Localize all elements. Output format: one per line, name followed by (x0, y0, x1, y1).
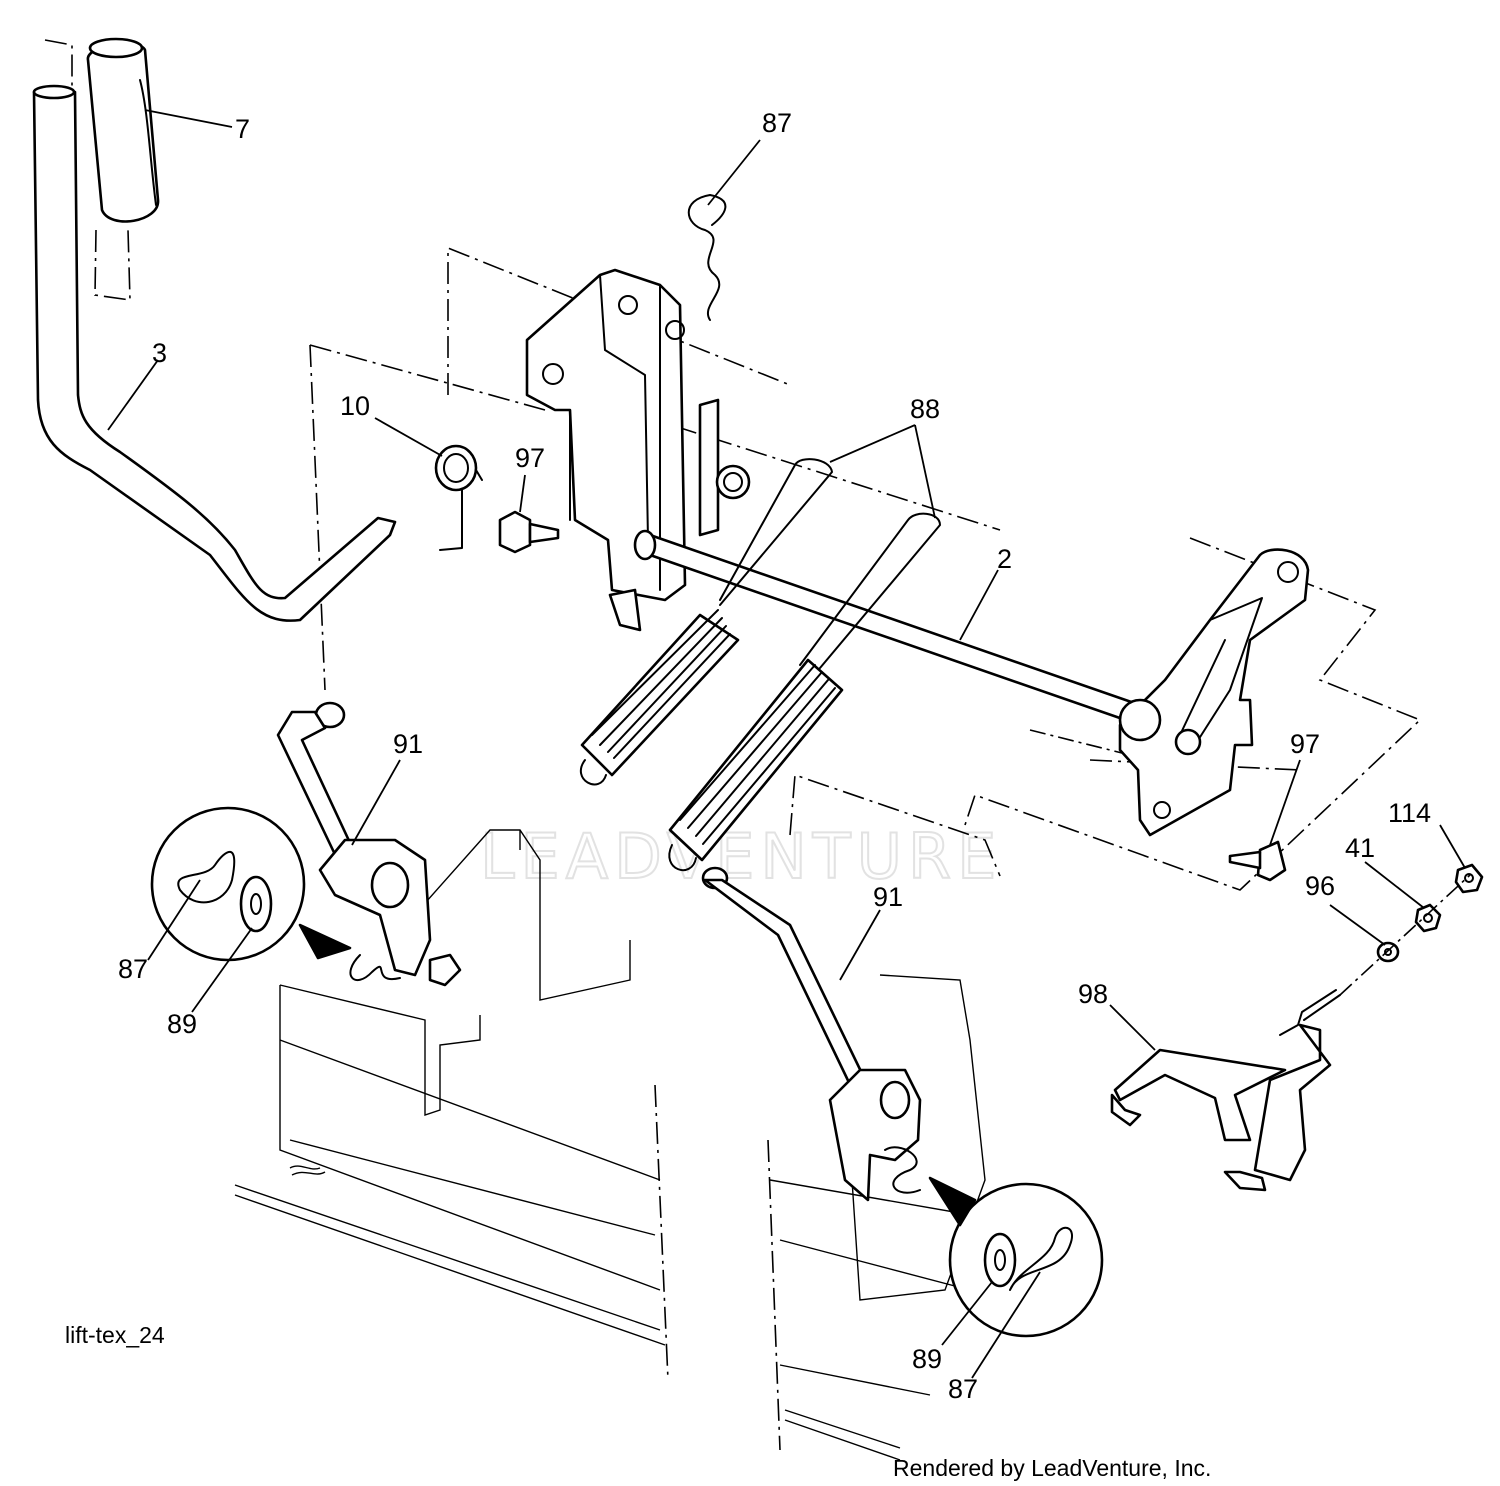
callout-labels: 7 87 3 10 97 88 2 97 91 114 41 96 91 98 … (118, 108, 1431, 1404)
callout-96: 96 (1305, 871, 1335, 901)
callout-114: 114 (1388, 798, 1431, 828)
diagram-code: lift-tex_24 (65, 1322, 165, 1348)
callout-88: 88 (910, 394, 940, 424)
callout-91-left: 91 (393, 729, 423, 759)
render-credit: Rendered by LeadVenture, Inc. (893, 1455, 1211, 1481)
frame-plates (234, 829, 1001, 1461)
phantom-frame-lines (44, 39, 1422, 1451)
lift-bracket (525, 268, 751, 632)
hex-bolt-right (1228, 840, 1287, 882)
callout-97-right: 97 (1290, 729, 1320, 759)
lift-lever-rod (32, 84, 397, 622)
left-lift-link (276, 701, 462, 987)
handle-grip (86, 37, 160, 223)
callout-3: 3 (152, 338, 167, 368)
callout-41: 41 (1345, 833, 1375, 863)
callout-87-left-detail: 87 (118, 954, 148, 984)
hairpin-clip-top (687, 194, 727, 321)
callout-91-right: 91 (873, 882, 903, 912)
torsion-spring (434, 444, 483, 551)
hex-bolt-left (498, 510, 560, 554)
right-lift-link (701, 866, 922, 1202)
right-lift-arm (1118, 548, 1310, 837)
callout-89-left-detail: 89 (167, 1009, 197, 1039)
watermark-text: LEADVENTURE (480, 820, 1002, 893)
detail-circle-left (150, 806, 352, 962)
detail-circle-right (928, 1176, 1104, 1338)
lift-springs (579, 458, 941, 872)
callout-7: 7 (235, 114, 250, 144)
callout-2: 2 (997, 544, 1012, 574)
callout-87-top: 87 (762, 108, 792, 138)
deck-lift-bracket (1110, 989, 1341, 1192)
leader-lines (107, 109, 1466, 1379)
callout-98: 98 (1078, 979, 1108, 1009)
hardware-stack (1339, 863, 1484, 996)
callout-87-right-detail: 87 (948, 1374, 978, 1404)
callout-97-left: 97 (515, 443, 545, 473)
callout-89-right-detail: 89 (912, 1344, 942, 1374)
callout-10: 10 (340, 391, 370, 421)
